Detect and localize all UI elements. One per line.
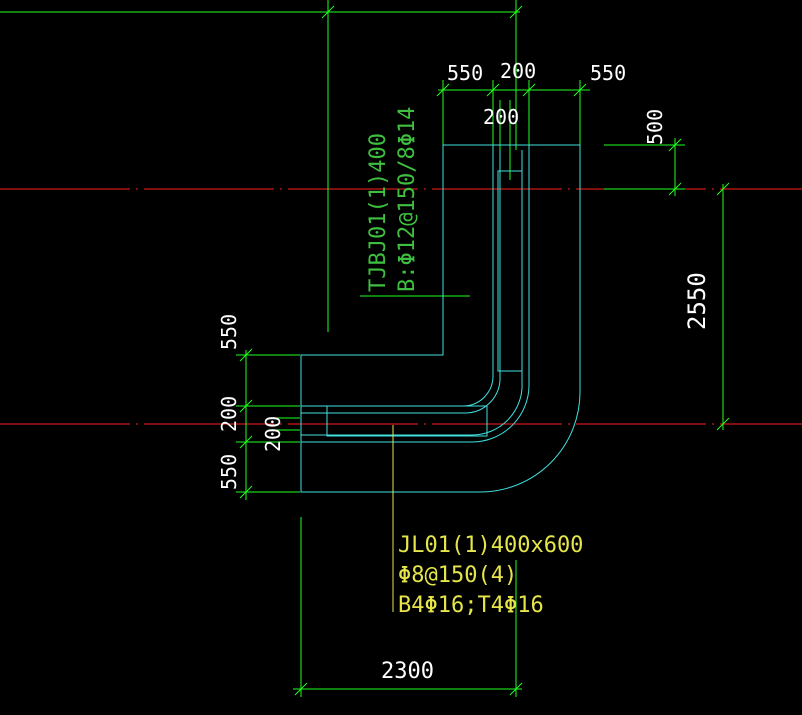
strip-footing-label: TJBJ01(1)400 xyxy=(366,133,391,292)
strip-footing-note: TJBJ01(1)400 B:Φ12@150/8Φ14 xyxy=(366,107,420,292)
beam-note: JL01(1)400x600 Φ8@150(4) B4Φ16;T4Φ16 xyxy=(398,533,583,618)
dim-top-inner: 200 xyxy=(483,105,519,129)
beam-main-bars: B4Φ16;T4Φ16 xyxy=(398,593,544,618)
dim-left-bottom: 550 xyxy=(217,454,241,490)
beam-label: JL01(1)400x600 xyxy=(398,533,583,558)
dim-bottom: 2300 xyxy=(381,659,434,684)
dim-top-left: 550 xyxy=(447,61,483,85)
dim-top-middle: 200 xyxy=(500,59,536,83)
footing-outline xyxy=(300,144,581,493)
dim-right-top: 500 xyxy=(643,109,667,145)
dimension-lines xyxy=(0,0,730,697)
dim-left-top: 550 xyxy=(217,314,241,350)
dim-right-long: 2550 xyxy=(683,272,711,330)
dim-top-right: 550 xyxy=(590,61,626,85)
strip-footing-reinforcement: B:Φ12@150/8Φ14 xyxy=(395,107,420,292)
dimension-labels: 550 200 550 200 500 2550 550 200 200 550… xyxy=(217,59,711,684)
dim-left-inner: 200 xyxy=(261,416,285,452)
dim-left-middle: 200 xyxy=(217,396,241,432)
beam-stirrup: Φ8@150(4) xyxy=(398,563,517,588)
